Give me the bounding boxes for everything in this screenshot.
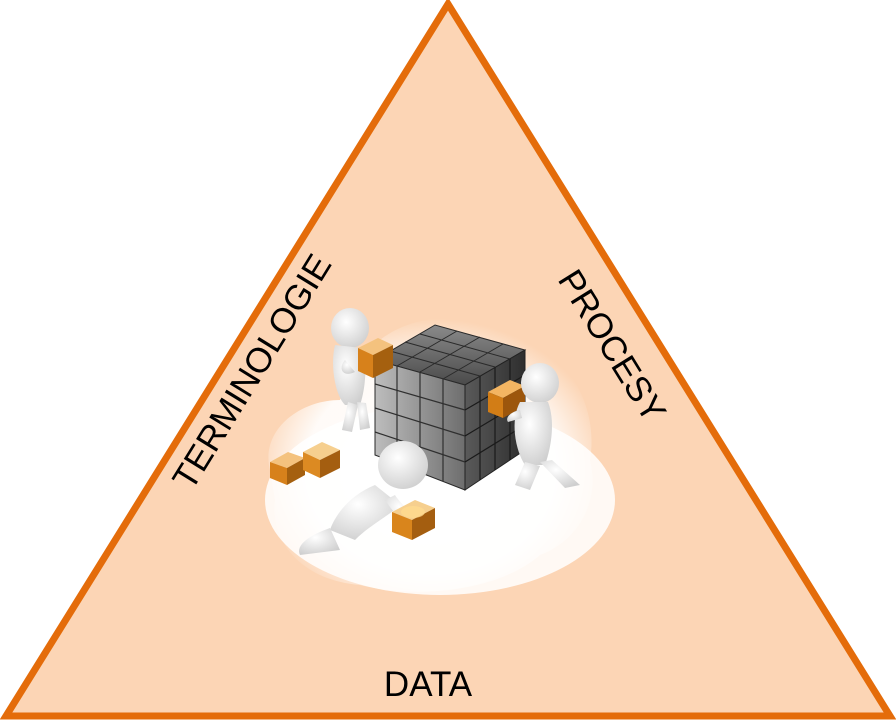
figure-front-icon (299, 441, 435, 555)
label-data: DATA (384, 665, 473, 704)
orange-boxes-icon (270, 442, 340, 485)
figure-right-icon (507, 363, 580, 490)
cube-icon (373, 324, 527, 491)
figure-left-icon (331, 308, 393, 432)
teamwork-cube-icon (265, 308, 615, 595)
